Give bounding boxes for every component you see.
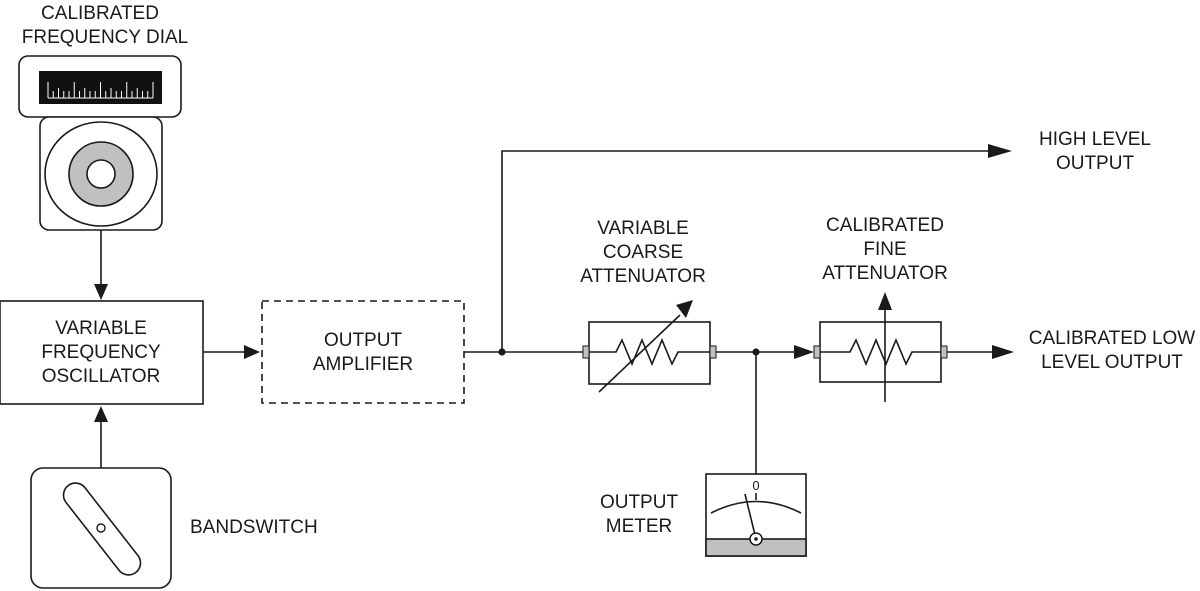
coarse-attenuator-label-line3: ATTENUATOR <box>580 266 706 287</box>
fine-attenuator-input-terminal <box>813 345 821 359</box>
resistor-icon <box>589 337 710 367</box>
amplifier-label-line2: AMPLIFIER <box>313 354 413 375</box>
variable-coarse-attenuator[interactable] <box>582 300 717 393</box>
output-amplifier-block: OUTPUT AMPLIFIER <box>261 300 465 404</box>
oscillator-to-amplifier-arrowhead <box>244 345 260 359</box>
meter-needle-pivot-center <box>754 537 758 541</box>
variable-frequency-oscillator-block: VARIABLE FREQUENCY OSCILLATOR <box>0 300 204 405</box>
fine-attenuator-label-line3: ATTENUATOR <box>822 263 948 284</box>
low-level-output-arrowhead <box>992 345 1014 359</box>
dial-to-oscillator-arrowhead <box>94 284 108 300</box>
frequency-dial-icon[interactable] <box>18 55 182 231</box>
calibrated-fine-attenuator[interactable] <box>813 292 948 402</box>
meter-zero-label: 0 <box>752 478 759 493</box>
coarse-to-fine-arrowhead <box>794 345 814 359</box>
coarse-attenuator-label-line1: VARIABLE <box>597 218 689 239</box>
meter-icon: 0 <box>705 473 807 557</box>
output-meter-label-line2: METER <box>606 516 673 537</box>
resistor-icon <box>820 337 941 367</box>
coarse-attenuator-input-terminal <box>582 345 590 359</box>
amplifier-box <box>261 300 465 404</box>
oscillator-label-line3: OSCILLATOR <box>42 366 161 387</box>
oscillator-label-line2: FREQUENCY <box>41 342 161 363</box>
coarse-attenuator-label-line2: COARSE <box>603 242 683 263</box>
oscillator-box <box>0 300 204 405</box>
oscillator-label-line1: VARIABLE <box>55 318 147 339</box>
high-level-output-label-line1: HIGH LEVEL <box>1039 129 1151 150</box>
output-meter-label-line1: OUTPUT <box>600 492 679 513</box>
high-level-output-arrowhead <box>988 144 1012 158</box>
bandswitch-to-oscillator-arrowhead <box>94 406 108 422</box>
dial-knob-center <box>86 159 116 189</box>
fine-attenuator-output-terminal <box>940 345 948 359</box>
meter-scale-arc <box>710 500 802 514</box>
meter-needle <box>744 493 757 540</box>
dial-knob-outer-ring <box>44 121 158 227</box>
fine-attenuator-wiper-arrowhead <box>878 292 892 310</box>
low-level-output-label-line2: LEVEL OUTPUT <box>1041 352 1183 373</box>
bandswitch-pivot <box>96 523 106 533</box>
coarse-attenuator-output-terminal <box>709 345 717 359</box>
fine-attenuator-label-line1: CALIBRATED <box>826 215 944 236</box>
coarse-attenuator-variable-arrow-line <box>598 314 681 393</box>
calibrated-frequency-dial-label: CALIBRATED FREQUENCY DIAL <box>22 3 188 48</box>
bandswitch-icon[interactable] <box>30 467 172 589</box>
coarse-attenuator-variable-arrowhead <box>676 300 693 318</box>
dial-label-line2: FREQUENCY DIAL <box>22 27 188 48</box>
amplifier-label-line1: OUTPUT <box>324 330 403 351</box>
coarse-attenuator-box <box>588 321 711 385</box>
dial-label-line1: CALIBRATED <box>41 3 159 24</box>
low-level-output-label-line1: CALIBRATED LOW <box>1029 328 1196 349</box>
bandswitch-label: BANDSWITCH <box>190 517 318 538</box>
high-level-output-label-line2: OUTPUT <box>1056 153 1135 174</box>
dial-scale-ticks <box>47 82 154 99</box>
fine-attenuator-label-line2: FINE <box>863 239 906 260</box>
high-level-output-line <box>501 150 990 352</box>
